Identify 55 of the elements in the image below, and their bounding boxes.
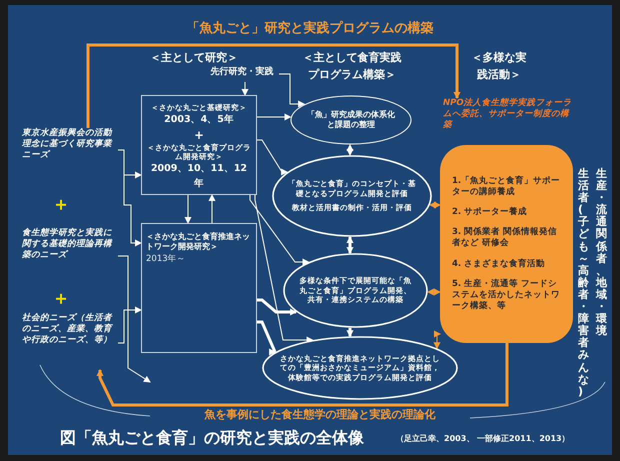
arrow: [434, 330, 441, 350]
node-text: 5. 生産・流通等 フードシステムを活かしたネットワーク構築、等: [452, 278, 561, 312]
node-text: 2003、4、5年: [164, 113, 234, 128]
source-note: （足立己幸、2003、 一部修正2011、2013）: [396, 433, 570, 445]
plus-sign: ＋: [52, 196, 70, 214]
node-text: 2. サポーター養成: [452, 207, 528, 218]
arrow: [346, 144, 354, 156]
arrow: [256, 140, 288, 176]
arrow: [250, 194, 310, 266]
oval-node: [283, 253, 428, 328]
node-text: 2009、10、11、12年: [150, 162, 248, 191]
arrow: [118, 256, 151, 383]
arrow: [118, 150, 142, 246]
node-text: 2013年～: [146, 253, 186, 266]
node-text: 「魚」研究成果の体系化と課題の整理: [306, 110, 396, 130]
research-box: [141, 223, 257, 353]
arrow: [346, 328, 354, 338]
note-text: 先行研究・実践: [205, 66, 279, 82]
arrow: [426, 288, 441, 296]
node-text: ＜さかな丸ごと食育推進ネットワーク開発研究＞: [146, 232, 251, 252]
arrow: [257, 320, 276, 356]
oval-node: [262, 336, 458, 400]
arrow: [278, 74, 306, 108]
node-text: 1.「魚丸ごと食育」サポーターの講師養成: [452, 176, 561, 198]
activity-panel: [440, 145, 573, 343]
vertical-text: 生活者(子ども～高齢者・障害者みんな): [578, 168, 589, 398]
diagram-title: 「魚丸ごと」研究と実践プログラムの構築: [186, 20, 434, 38]
vertical-text: 生産・流通関係者、地域・環境: [596, 168, 607, 338]
arrow: [429, 202, 441, 208]
research-box: [141, 95, 257, 195]
needs-text: 食生態学研究と実践に関する基礎的理論再構築のニーズ: [22, 228, 118, 286]
node-text: 3. 関係業者 関係情報発信者など 研修会: [452, 227, 558, 250]
arrow: [118, 306, 142, 344]
note-text: NPO法人食生態学実践フォーラムへ委託、サポーター制度の構築: [443, 98, 577, 142]
figure-caption: 図「魚丸ごと食育」の研究と実践の全体像: [60, 427, 364, 449]
oval-node: [272, 155, 432, 237]
node-text: ＋: [192, 128, 206, 142]
arrow: [256, 114, 292, 120]
arrow: [184, 194, 192, 224]
arrow: [242, 82, 248, 96]
arrow: [346, 236, 354, 254]
node-text: 4. さまざまな食育活動: [452, 258, 546, 270]
column-heading: ＜主として食育実践プログラム構築＞: [302, 50, 402, 82]
column-heading: ＜主として研究＞: [150, 50, 238, 66]
oval-node: [290, 95, 412, 145]
plus-sign: ＋: [52, 290, 70, 308]
arrow: [254, 194, 314, 344]
arrow: [86, 44, 460, 128]
needs-text: 東京水産振興会の活動理念に基づく研究事業ニーズ: [22, 128, 118, 170]
needs-text: 社会的ニーズ（生活者のニーズ、産業、教育や行政のニーズ、等）: [22, 313, 118, 370]
bottom-note: 魚を事例にした食生態学の理論と実践の理論化: [204, 407, 436, 423]
arrow: [96, 343, 508, 406]
arrow: [257, 298, 298, 316]
arrow: [208, 194, 216, 224]
column-heading: ＜多様な実践活動＞: [470, 50, 528, 82]
